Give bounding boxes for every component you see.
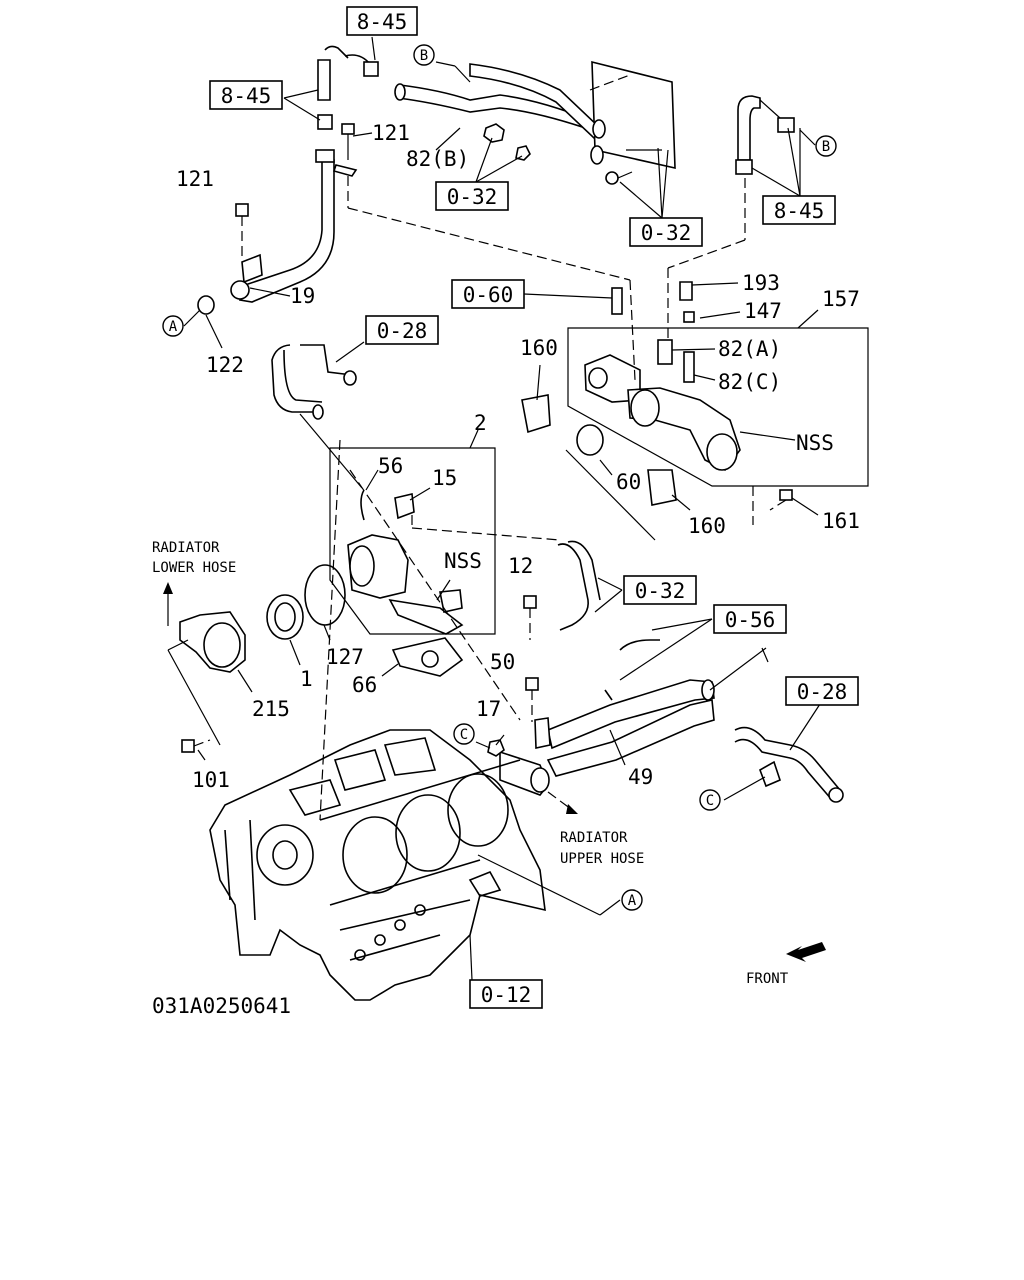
ref-box-012: 0-12 — [469, 979, 543, 1009]
part-label-157: 157 — [822, 287, 860, 311]
note-radiator-lower-line2: LOWER HOSE — [152, 560, 236, 576]
diagram-id: 031A0250641 — [152, 994, 291, 1018]
svg-text:8-45: 8-45 — [357, 10, 408, 34]
part-label-nss-right: NSS — [796, 431, 834, 455]
callout-c-center: C — [453, 723, 475, 745]
ref-box-845-left: 8-45 — [209, 80, 283, 110]
part-label-160-lower: 160 — [688, 514, 726, 538]
callout-b-top: B — [413, 44, 435, 66]
part-label-56: 56 — [378, 454, 403, 478]
ref-box-060: 0-60 — [451, 279, 525, 309]
part-label-60: 60 — [616, 470, 641, 494]
ref-box-845-top: 8-45 — [346, 6, 418, 36]
water-outlet-2-group — [163, 447, 539, 753]
note-radiator-lower-line1: RADIATOR — [152, 540, 220, 556]
svg-text:A: A — [169, 319, 178, 335]
front-arrow — [786, 942, 826, 962]
note-front: FRONT — [746, 971, 789, 987]
svg-text:0-32: 0-32 — [641, 221, 692, 245]
part-label-12: 12 — [508, 554, 533, 578]
ref-box-028-a: 0-28 — [365, 315, 439, 345]
ref-box-032-c: 0-32 — [623, 575, 697, 605]
pipe-19-assembly — [197, 45, 358, 315]
part-label-147: 147 — [744, 299, 782, 323]
part-label-82a: 82(A) — [718, 337, 781, 361]
part-label-66: 66 — [352, 673, 377, 697]
thermostat-housing-157 — [521, 281, 869, 541]
note-radiator-upper-line1: RADIATOR — [560, 830, 628, 846]
callout-c-right: C — [699, 789, 721, 811]
part-label-19: 19 — [290, 284, 315, 308]
part-label-2: 2 — [474, 411, 487, 435]
pipe-82b-assembly — [344, 54, 676, 185]
svg-text:C: C — [706, 793, 714, 809]
part-label-15: 15 — [432, 466, 457, 490]
svg-text:0-60: 0-60 — [463, 283, 514, 307]
callout-a-left: A — [162, 315, 184, 337]
svg-text:8-45: 8-45 — [221, 84, 272, 108]
svg-text:8-45: 8-45 — [774, 199, 825, 223]
part-label-122: 122 — [206, 353, 244, 377]
ref-box-845-right: 8-45 — [762, 195, 836, 225]
svg-text:0-56: 0-56 — [725, 608, 776, 632]
part-label-127: 127 — [326, 645, 364, 669]
part-label-49: 49 — [628, 765, 653, 789]
engine-block — [209, 729, 546, 1001]
part-label-1: 1 — [300, 667, 313, 691]
note-radiator-upper-line2: UPPER HOSE — [560, 851, 644, 867]
part-label-215: 215 — [252, 697, 290, 721]
svg-text:B: B — [420, 48, 428, 64]
part-label-82c: 82(C) — [718, 370, 781, 394]
ref-box-032-a: 0-32 — [435, 181, 509, 211]
part-label-101: 101 — [192, 768, 230, 792]
svg-text:0-32: 0-32 — [635, 579, 686, 603]
part-label-121-left: 121 — [176, 167, 214, 191]
part-label-17: 17 — [476, 697, 501, 721]
callout-a-lower: A — [621, 889, 643, 911]
ref-box-056: 0-56 — [713, 604, 787, 634]
part-label-193: 193 — [742, 271, 780, 295]
svg-text:0-28: 0-28 — [797, 680, 848, 704]
ref-box-028-b: 0-28 — [785, 676, 859, 706]
pipe-028-upper — [271, 344, 357, 420]
ref-box-032-b: 0-32 — [629, 217, 703, 247]
svg-text:0-28: 0-28 — [377, 319, 428, 343]
svg-text:A: A — [628, 893, 637, 909]
leader-lines — [167, 36, 821, 981]
part-label-161: 161 — [822, 509, 860, 533]
pipe-49-assembly — [487, 540, 715, 814]
part-label-121-upper: 121 — [372, 121, 410, 145]
part-label-nss-center: NSS — [444, 549, 482, 573]
pipe-028-lower — [723, 726, 844, 803]
part-label-50: 50 — [490, 650, 515, 674]
callout-b-right: B — [815, 135, 837, 157]
svg-text:B: B — [822, 139, 830, 155]
svg-text:0-32: 0-32 — [447, 185, 498, 209]
svg-text:0-12: 0-12 — [481, 983, 532, 1007]
hose-right-assembly — [735, 95, 795, 240]
svg-text:C: C — [460, 727, 468, 743]
part-label-82b: 82(B) — [406, 147, 469, 171]
part-label-160-upper: 160 — [520, 336, 558, 360]
